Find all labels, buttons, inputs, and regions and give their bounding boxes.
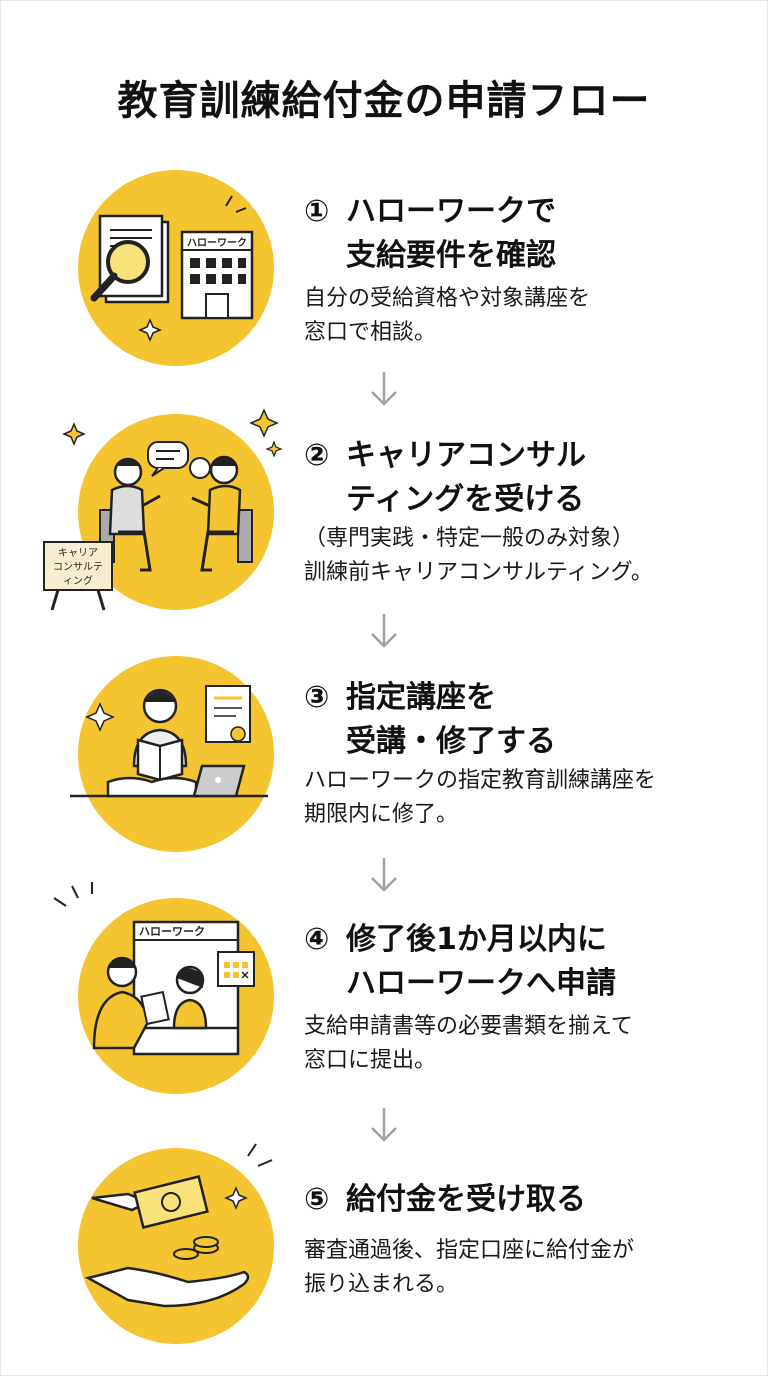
sparkle-icon <box>62 422 86 446</box>
sparkle-icon <box>138 318 162 342</box>
svg-text:コンサルテ: コンサルテ <box>53 561 103 573</box>
sparkle-icon <box>249 408 279 438</box>
study-book-icon <box>70 685 268 798</box>
svg-text:ハローワーク: ハローワーク <box>139 925 205 938</box>
step-3-illustration <box>70 656 274 852</box>
step-2-description: （専門実践・特定一般のみ対象） 訓練前キャリアコンサルティング。 <box>304 526 653 585</box>
office-building-icon: ハローワーク <box>180 230 254 320</box>
down-arrow-icon <box>371 1108 397 1142</box>
step-4-description: 支給申請書等の必要書類を揃えて 窓口に提出。 <box>304 1014 633 1073</box>
svg-text:ィング: ィング <box>63 574 93 587</box>
step-1-illustration: ハローワーク <box>78 170 274 366</box>
step-5-description: 審査通過後、指定口座に給付金が 振り込まれる。 <box>304 1238 635 1297</box>
down-arrow-icon <box>371 858 397 892</box>
step-4-illustration: ハローワーク <box>53 882 274 1094</box>
step-5-illustration <box>78 1143 274 1344</box>
sparkle-icon <box>85 702 115 732</box>
building-sign: ハローワーク <box>187 237 247 249</box>
step-1-description: 自分の受給資格や対象講座を 窓口で相談。 <box>304 286 591 345</box>
down-arrow-icon <box>371 614 397 648</box>
counter-window-icon: ハローワーク <box>53 882 255 1056</box>
sparkle-icon <box>224 1186 248 1210</box>
svg-text:キャリア: キャリア <box>58 548 98 559</box>
down-arrow-icon <box>371 372 397 406</box>
money-hand-icon <box>84 1143 273 1308</box>
page-title: 教育訓練給付金の申請フロー <box>117 78 651 124</box>
step-3-description: ハローワークの指定教育訓練講座を 期限内に修了。 <box>304 768 657 827</box>
step-2-illustration: キャリア コンサルテ ィング <box>43 408 283 611</box>
document-magnifier-icon: ハローワーク <box>90 195 254 342</box>
consultation-icon: キャリア コンサルテ ィング <box>43 408 283 611</box>
